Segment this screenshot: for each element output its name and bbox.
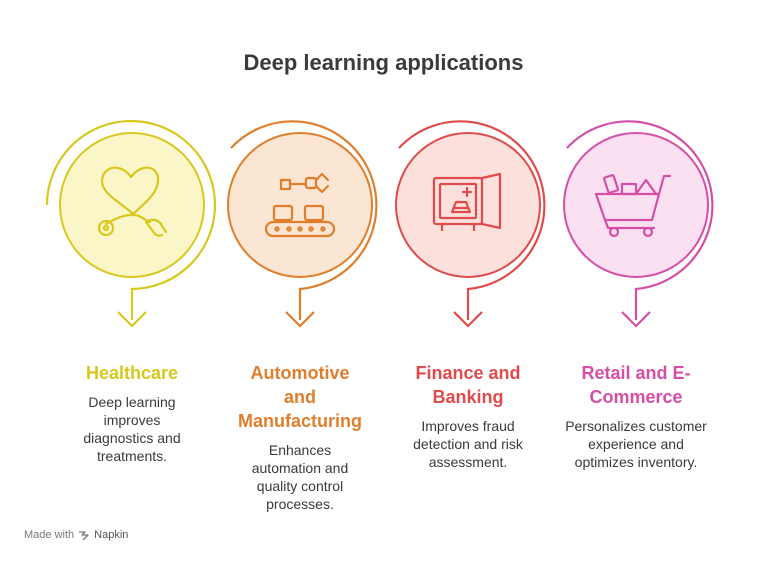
shopping-cart-icon (594, 174, 672, 238)
retail-description: Personalizes customer experience and opt… (565, 418, 707, 470)
made-with-footer: Made with Napkin (24, 529, 128, 541)
arrow-down-icon (621, 311, 651, 328)
page-title: Deep learning applications (243, 50, 524, 75)
automotive-column: Automotive and Manufacturing Enhances au… (215, 361, 385, 513)
made-with-label: Made with (24, 529, 75, 541)
healthcare-description: Deep learning improves diagnostics and t… (83, 394, 181, 464)
automotive-circle (227, 120, 378, 328)
automotive-heading: Automotive and Manufacturing (238, 363, 362, 431)
retail-heading: Retail and E-Commerce (581, 363, 691, 407)
robotic-arm-conveyor-icon (264, 172, 336, 238)
retail-circle (563, 120, 714, 328)
healthcare-column: Healthcare Deep learning improves diagno… (47, 361, 217, 465)
finance-description: Improves fraud detection and risk assess… (413, 418, 523, 470)
arrow-down-icon (453, 311, 483, 328)
finance-column: Finance and Banking Improves fraud detec… (383, 361, 553, 471)
napkin-logo-icon (79, 531, 89, 541)
automotive-description: Enhances automation and quality control … (251, 442, 349, 512)
finance-circle (395, 120, 546, 328)
arrow-down-icon (285, 311, 315, 328)
finance-heading: Finance and Banking (415, 363, 521, 407)
healthcare-circle (45, 119, 217, 328)
bank-vault-icon (432, 172, 502, 232)
napkin-brand: Napkin (94, 529, 129, 541)
retail-column: Retail and E-Commerce Personalizes custo… (551, 361, 721, 471)
heart-stethoscope-icon (97, 166, 168, 237)
arrow-down-icon (117, 311, 147, 328)
healthcare-heading: Healthcare (85, 363, 179, 383)
